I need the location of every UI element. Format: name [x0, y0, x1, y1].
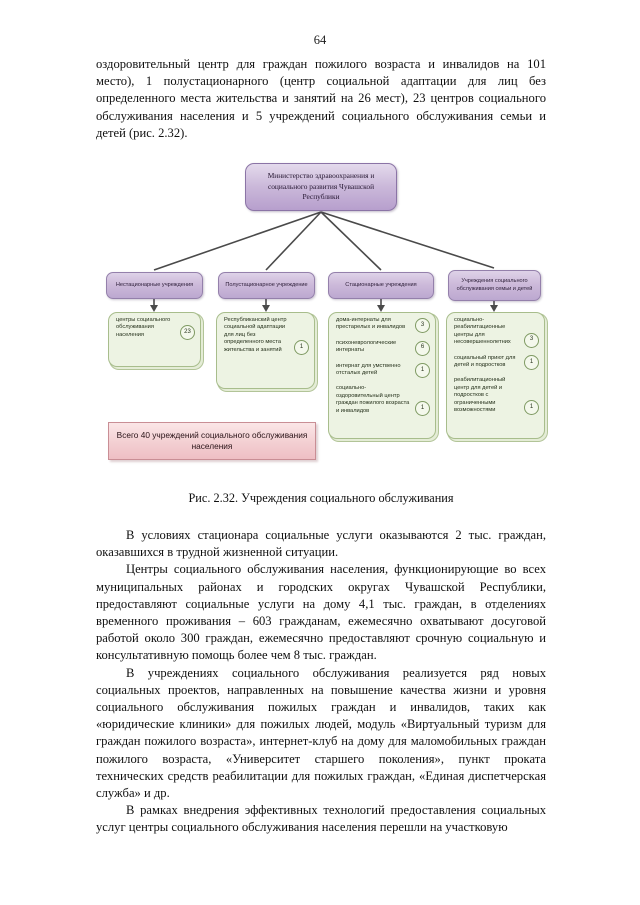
leaf-item[interactable]: социальный приют для детей и подростков …: [447, 351, 544, 374]
paragraph: оздоровительный центр для граждан пожило…: [96, 57, 546, 140]
node-category-stationary[interactable]: Стационарные учреждения: [328, 272, 434, 299]
intro-paragraph-block: оздоровительный центр для граждан пожило…: [96, 56, 546, 142]
paragraph: В рамках внедрения эффективных технологи…: [96, 803, 546, 835]
leaf-item[interactable]: реабилитационный центр для детей и подро…: [447, 373, 544, 418]
body-paragraph-block: В условиях стационара социальные услуги …: [96, 527, 546, 837]
leaf-label: психоневрологические интернаты: [336, 339, 397, 354]
paragraph: В учреждениях социального обслуживания р…: [96, 665, 546, 801]
paragraph: Центры социального обслуживания населени…: [96, 562, 546, 663]
node-category-family-children[interactable]: Учреждения социального обслуживания семь…: [448, 270, 541, 301]
leaf-stack-family-children: социально-реабилитационные центры для не…: [446, 312, 545, 439]
leaf-item[interactable]: интернат для умственно отсталых детей 1: [329, 359, 435, 382]
leaf-count-badge: 1: [415, 363, 430, 379]
leaf-item[interactable]: центры социального обслуживания населени…: [109, 313, 200, 343]
page-number: 64: [313, 33, 327, 47]
leaf-count-badge: 3: [415, 317, 430, 333]
leaf-label: реабилитационный центр для детей и подро…: [454, 377, 506, 414]
leaf-label: социально-реабилитационные центры для не…: [454, 317, 511, 346]
leaf-count-badge: 1: [415, 401, 430, 417]
leaf-label: интернат для умственно отсталых детей: [336, 362, 401, 377]
total-summary-box: Всего 40 учреждений социального обслужив…: [108, 422, 316, 460]
leaf-count-badge: 1: [524, 400, 539, 416]
leaf-stack-nonstationary: центры социального обслуживания населени…: [108, 312, 201, 367]
leaf-stack-semistationary: Республиканский центр социальной адаптац…: [216, 312, 315, 389]
leaf-count-badge: 1: [294, 340, 309, 356]
leaf-count-badge: 3: [524, 332, 539, 348]
leaf-item[interactable]: социально-оздоровительный центр граждан …: [329, 381, 435, 419]
node-ministry[interactable]: Министерство здравоохранения и социально…: [245, 163, 397, 211]
leaf-label: дома-интернаты для престарелых и инвалид…: [336, 317, 406, 331]
figure-2-32: Министерство здравоохранения и социально…: [96, 160, 546, 495]
leaf-count-badge: 1: [524, 355, 539, 371]
leaf-label: социальный приют для детей и подростков: [454, 354, 516, 369]
node-category-semistationary[interactable]: Полустационарное учреждение: [218, 272, 315, 299]
paragraph: В условиях стационара социальные услуги …: [96, 528, 546, 560]
leaf-stack-stationary: дома-интернаты для престарелых и инвалид…: [328, 312, 436, 439]
leaf-item[interactable]: психоневрологические интернаты 6: [329, 336, 435, 359]
leaf-count-badge: 6: [415, 340, 430, 356]
leaf-label: центры социального обслуживания населени…: [116, 317, 171, 338]
leaf-item[interactable]: социально-реабилитационные центры для не…: [447, 313, 544, 351]
node-category-nonstationary[interactable]: Нестационарные учреждения: [106, 272, 203, 299]
leaf-item[interactable]: дома-интернаты для престарелых и инвалид…: [329, 313, 435, 336]
leaf-label: Республиканский центр социальной адаптац…: [224, 317, 287, 353]
leaf-item[interactable]: Республиканский центр социальной адаптац…: [217, 313, 314, 358]
figure-caption: Рис. 2.32. Учреждения социального обслуж…: [188, 491, 454, 505]
leaf-label: социально-оздоровительный центр граждан …: [336, 385, 410, 414]
leaf-count-badge: 23: [180, 325, 195, 341]
